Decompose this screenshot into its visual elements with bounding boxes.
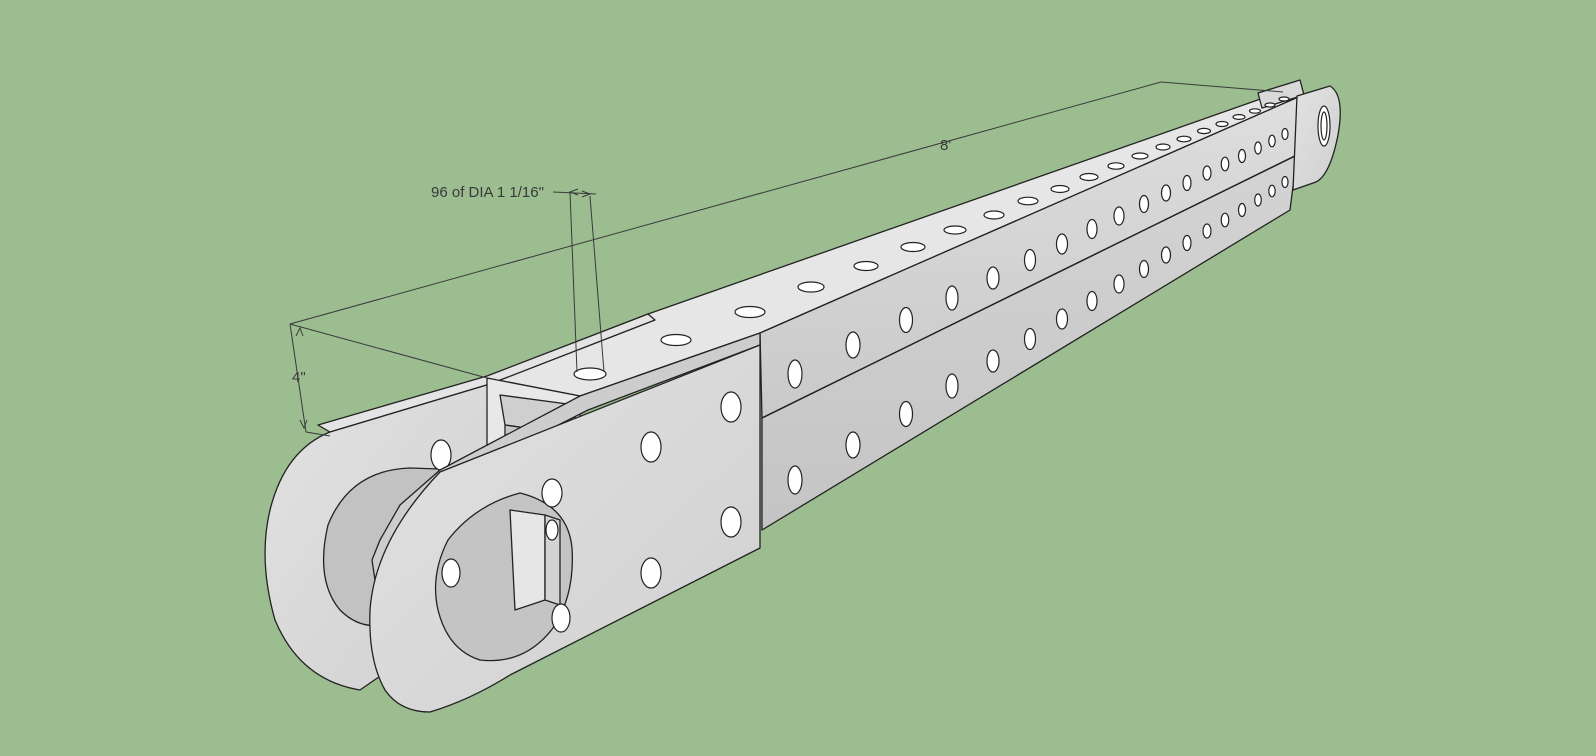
lower-side-holes — [787, 175, 1289, 495]
top-face-holes — [573, 96, 1290, 381]
tube-mid-edge — [761, 154, 1298, 419]
far-end-plate — [1292, 85, 1341, 191]
length-dimension-label: 8' — [940, 137, 951, 154]
upper-side-holes — [787, 127, 1289, 389]
near-end-clevis — [264, 313, 761, 713]
dimension-overall-length: 8' — [289, 81, 1284, 379]
hole-callout-label: 96 of DIA 1 1/16" — [431, 184, 544, 201]
height-dimension-label: 4" — [292, 369, 306, 386]
far-end-bracket — [1257, 79, 1341, 191]
dimension-hole-callout: 96 of DIA 1 1/16" — [431, 184, 605, 373]
dimension-height: 4" — [289, 323, 331, 437]
